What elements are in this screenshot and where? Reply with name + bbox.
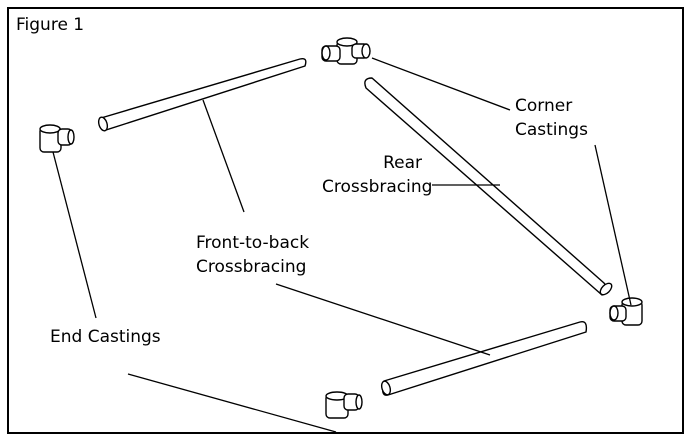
lower-crossbracing-tube [380, 321, 588, 396]
corner-castings-label-line2: Castings [515, 120, 588, 140]
rear-crossbracing-tube [364, 77, 613, 296]
rear-crossbracing-label-line2: Crossbracing [322, 177, 433, 197]
corner-castings-label-line1: Corner [515, 96, 573, 116]
leader-end-bottom [127, 373, 337, 433]
leader-end-left [52, 151, 97, 319]
rear-crossbracing-label-line1: Rear [383, 153, 422, 173]
upper-crossbracing-tube [97, 57, 307, 132]
right-corner-casting [609, 297, 643, 326]
bottom-end-casting [325, 391, 363, 419]
leader-front-upper [202, 99, 245, 213]
end-castings-label: End Castings [50, 327, 161, 347]
front-to-back-label-line2: Crossbracing [196, 257, 307, 277]
leader-corner-top [371, 57, 511, 111]
leader-lines [52, 57, 632, 433]
leader-front-lower [275, 283, 491, 356]
left-end-casting [39, 124, 75, 153]
front-to-back-label-line1: Front-to-back [196, 233, 310, 253]
figure-title: Figure 1 [16, 15, 85, 35]
leader-corner-right [594, 144, 632, 306]
top-corner-casting [321, 37, 371, 65]
figure-frame [7, 7, 684, 434]
